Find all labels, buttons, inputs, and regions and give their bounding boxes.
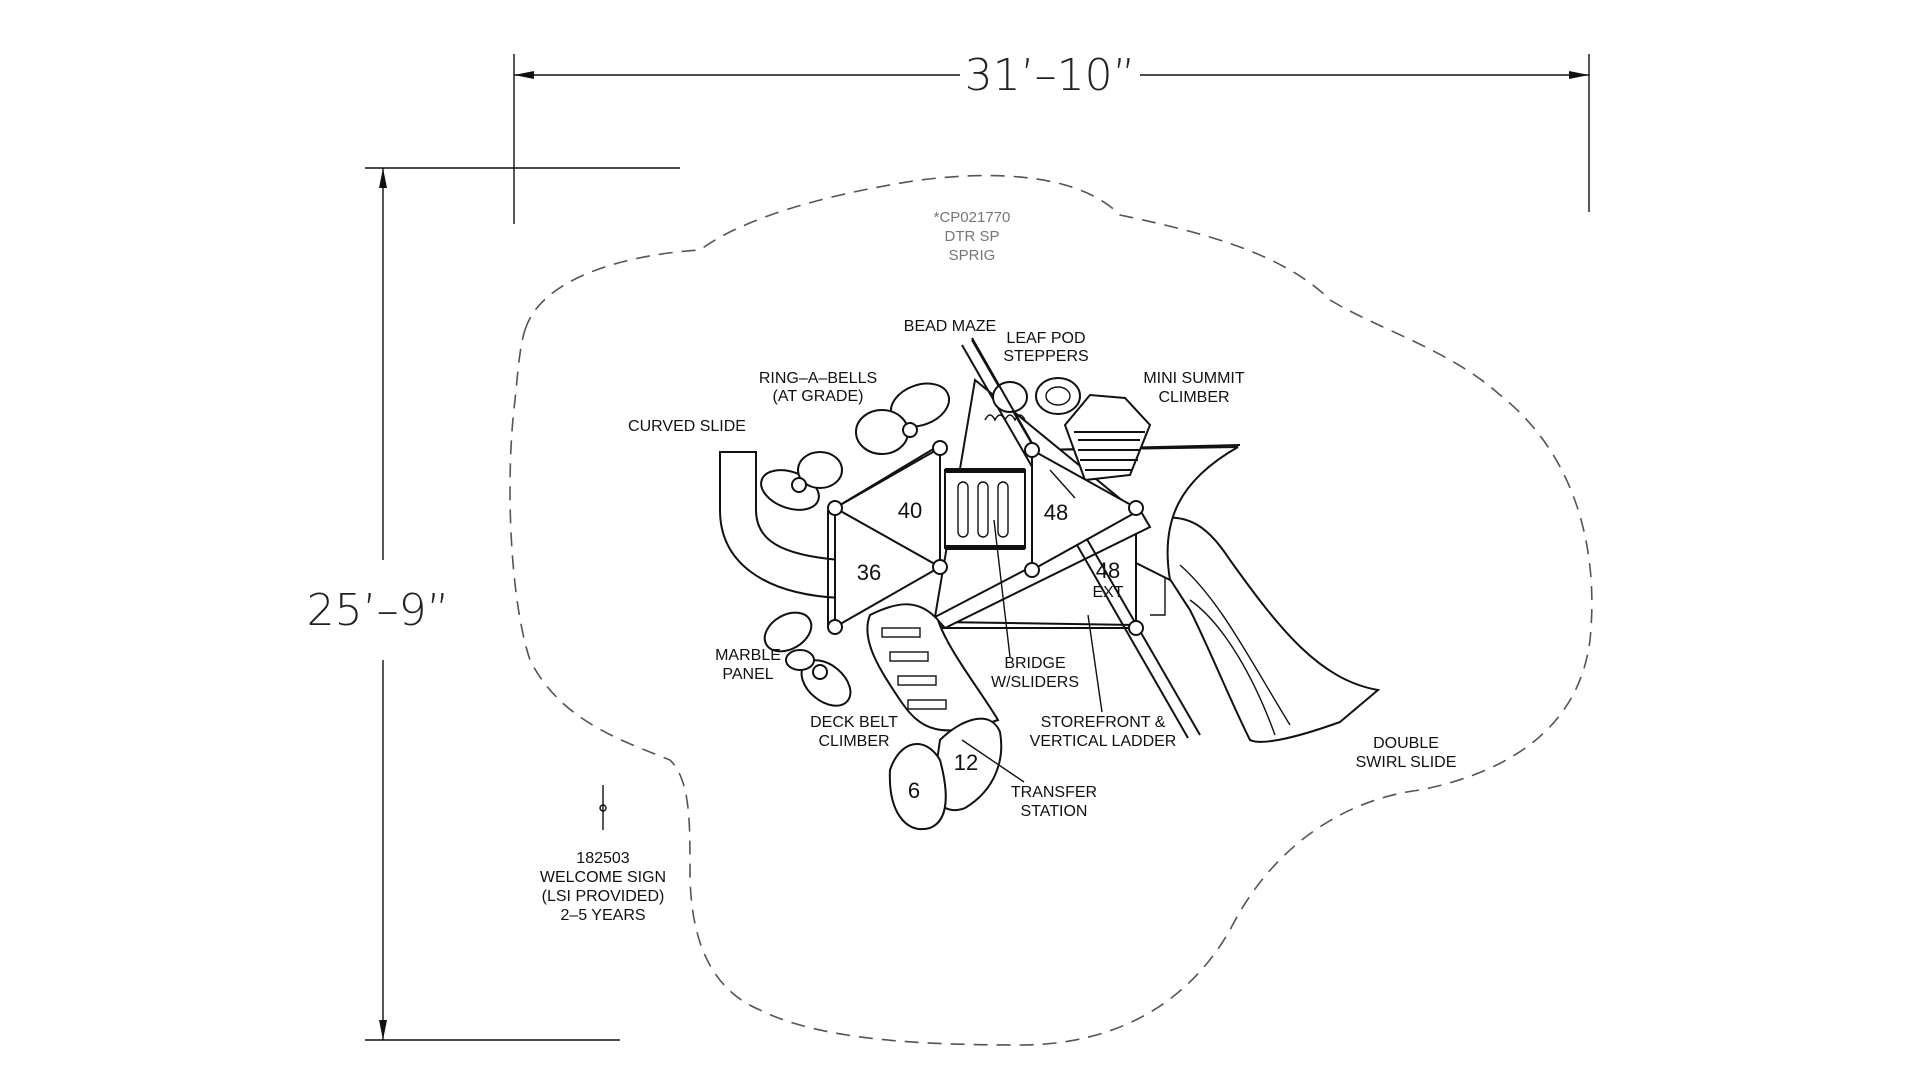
mini-summit-label-1: MINI SUMMIT bbox=[1143, 370, 1245, 387]
sign-age: 2–5 YEARS bbox=[560, 907, 645, 924]
arrow-right-icon bbox=[1569, 71, 1589, 79]
sign-title: WELCOME SIGN bbox=[540, 869, 666, 886]
deck-48 bbox=[1031, 448, 1143, 572]
height-dimension: 25’–9” bbox=[307, 167, 680, 1041]
welcome-sign bbox=[599, 785, 607, 830]
transfer-station bbox=[888, 717, 1003, 831]
deck-belt-climber bbox=[866, 603, 1000, 732]
storefront-label-2: VERTICAL LADDER bbox=[1030, 733, 1177, 750]
deck-6-label: 6 bbox=[908, 778, 920, 803]
bead-maze-label: BEAD MAZE bbox=[904, 318, 996, 335]
bridge-label-2: W/SLIDERS bbox=[991, 674, 1079, 691]
width-dimension: 31’–10” bbox=[513, 50, 1590, 224]
curved-slide-label: CURVED SLIDE bbox=[628, 418, 746, 435]
double-swirl-label-1: DOUBLE bbox=[1373, 735, 1439, 752]
mini-summit-label-2: CLIMBER bbox=[1158, 389, 1229, 406]
transfer-station-label-1: TRANSFER bbox=[1011, 784, 1097, 801]
arrow-up-icon bbox=[379, 168, 387, 188]
deck-belt-label-1: DECK BELT bbox=[810, 714, 898, 731]
leaf-pod-steppers bbox=[984, 377, 1081, 422]
model-number: *CP021770 bbox=[934, 209, 1011, 226]
arrow-down-icon bbox=[379, 1020, 387, 1040]
support-posts bbox=[791, 337, 1144, 680]
bridge-with-sliders bbox=[944, 468, 1026, 550]
model-line-2: DTR SP bbox=[944, 228, 999, 245]
model-line-3: SPRIG bbox=[949, 247, 996, 264]
leaf-pod-label-2: STEPPERS bbox=[1003, 348, 1088, 365]
deck-48-label: 48 bbox=[1044, 500, 1068, 525]
deck-40-label: 40 bbox=[898, 498, 922, 523]
marble-panel-label-2: PANEL bbox=[722, 666, 773, 683]
width-dimension-text: 31’–10” bbox=[965, 50, 1136, 101]
use-zone-boundary bbox=[509, 174, 1593, 1046]
sign-number: 182503 bbox=[576, 850, 629, 867]
ring-a-bells bbox=[760, 382, 951, 511]
leader-lines bbox=[961, 519, 1103, 783]
bridge-label-1: BRIDGE bbox=[1004, 655, 1065, 672]
deck-belt-label-2: CLIMBER bbox=[818, 733, 889, 750]
deck-36 bbox=[827, 506, 943, 629]
height-dimension-text: 25’–9” bbox=[307, 585, 450, 636]
arrow-left-icon bbox=[514, 71, 534, 79]
deck-12-label: 12 bbox=[954, 750, 978, 775]
deck-36-label: 36 bbox=[857, 560, 881, 585]
marble-panel-label-1: MARBLE bbox=[715, 647, 781, 664]
deck-48-ext-sublabel: EXT bbox=[1092, 584, 1123, 601]
ring-bells-label-2: (AT GRADE) bbox=[773, 388, 864, 405]
ring-bells-label-1: RING–A–BELLS bbox=[759, 370, 877, 387]
leaf-pod-label-1: LEAF POD bbox=[1006, 330, 1085, 347]
model-info: *CP021770 DTR SP SPRIG bbox=[934, 209, 1011, 264]
deck-48-ext-label: 48 bbox=[1096, 558, 1120, 583]
double-swirl-label-2: SWIRL SLIDE bbox=[1356, 754, 1457, 771]
transfer-station-label-2: STATION bbox=[1021, 803, 1088, 820]
storefront-label-1: STOREFRONT & bbox=[1041, 714, 1166, 731]
sign-note: (LSI PROVIDED) bbox=[542, 888, 665, 905]
